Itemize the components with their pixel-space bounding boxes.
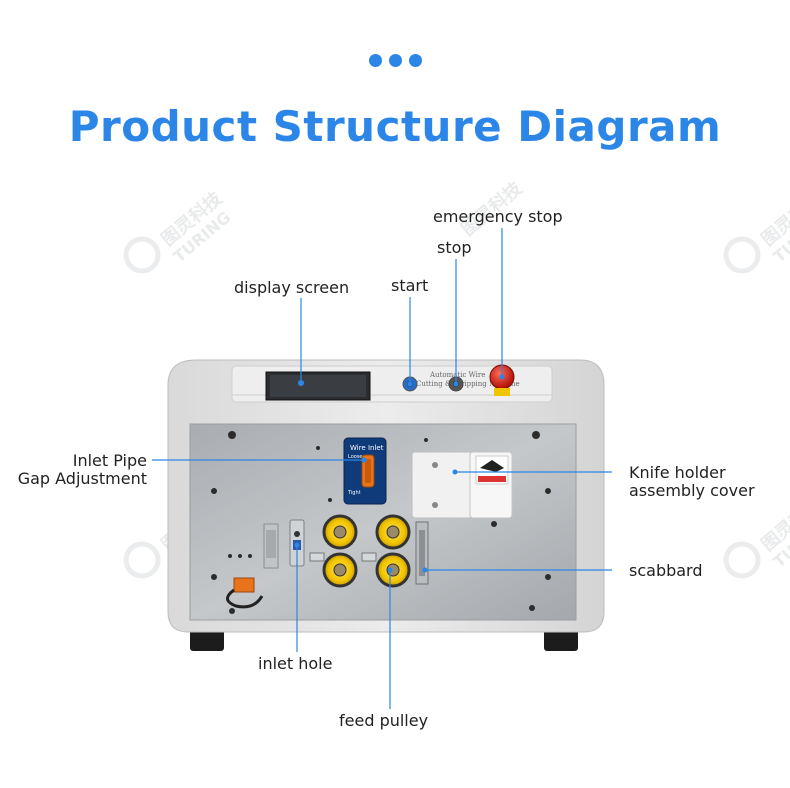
feed-pulleys xyxy=(309,514,411,588)
label-knife-holder: Knife holder assembly cover xyxy=(629,464,755,500)
label-knife-holder-line1: Knife holder xyxy=(629,463,726,482)
svg-text:Wire Inlet: Wire Inlet xyxy=(350,444,384,452)
svg-text:Tight: Tight xyxy=(347,490,361,496)
svg-text:Loose: Loose xyxy=(348,454,363,460)
label-inlet-pipe: Inlet Pipe Gap Adjustment xyxy=(0,452,147,488)
label-inlet-pipe-line2: Gap Adjustment xyxy=(17,469,147,488)
leader-lines xyxy=(152,228,612,709)
watermark-logo-mid-right: 图灵科技 TURING xyxy=(723,492,790,579)
top-panel-text: Automatic Wire xyxy=(429,371,485,379)
label-scabbard: scabbard xyxy=(629,561,703,580)
label-inlet-hole: inlet hole xyxy=(258,654,333,673)
label-feed-pulley: feed pulley xyxy=(339,711,429,730)
sensor-block xyxy=(233,577,255,593)
decorative-dots xyxy=(369,54,423,68)
watermark-logo-right: 图灵科技 TURING xyxy=(723,187,790,274)
watermark-logo-center: 图灵科技 xyxy=(457,177,527,241)
knife-holder-cover xyxy=(411,451,475,519)
label-emergency-stop: emergency stop xyxy=(433,207,563,226)
watermark-logo-left: 图灵科技 TURING xyxy=(123,187,234,274)
label-inlet-pipe-line1: Inlet Pipe xyxy=(72,451,147,470)
label-knife-holder-line2: assembly cover xyxy=(629,481,755,500)
label-display-screen: display screen xyxy=(234,278,350,297)
label-start: start xyxy=(391,276,429,295)
page-title: Product Structure Diagram xyxy=(68,102,722,151)
label-stop: stop xyxy=(437,238,472,257)
svg-text:Cutting & Stripping Machine: Cutting & Stripping Machine xyxy=(416,380,520,388)
